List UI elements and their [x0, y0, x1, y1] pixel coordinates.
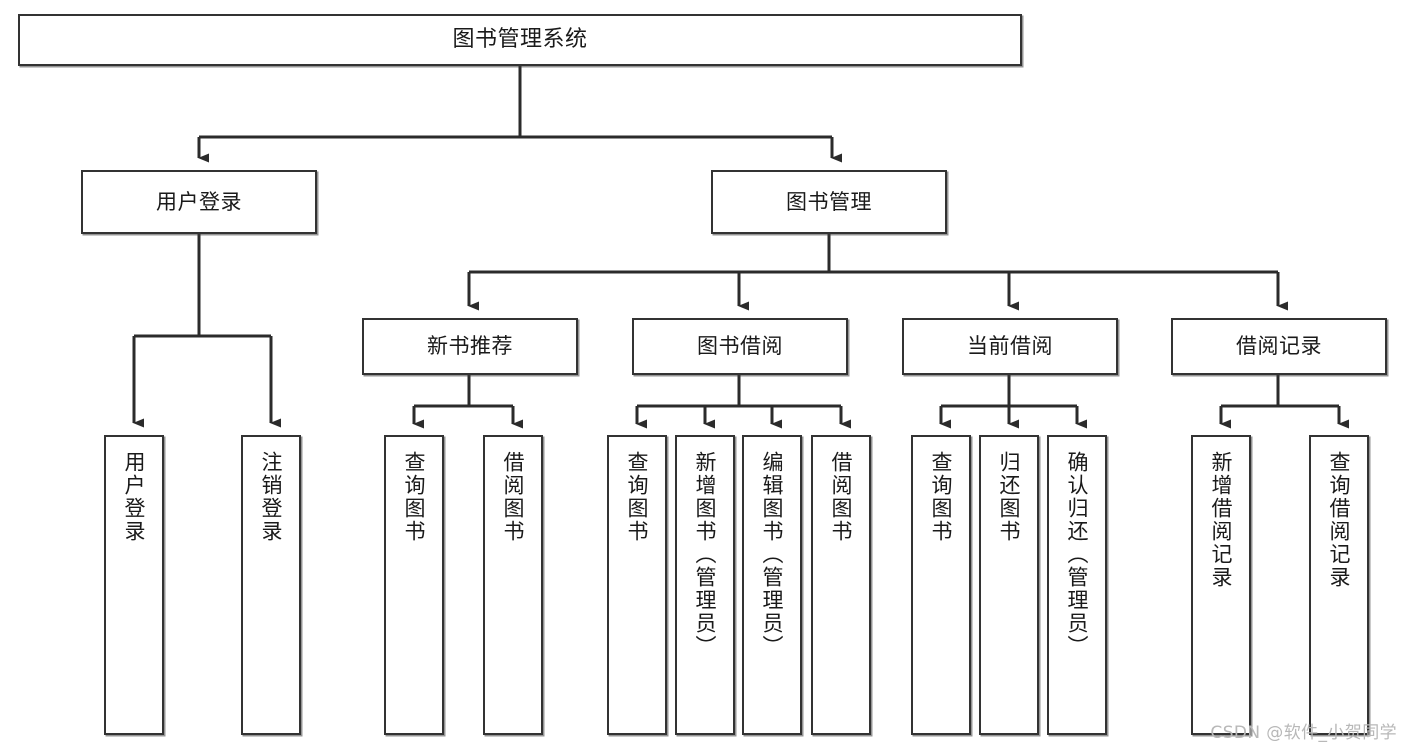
- node-label: 图书借阅: [697, 334, 783, 359]
- node-leaf-return-book[interactable]: 归还图书: [979, 435, 1039, 735]
- node-label: 新增借阅记录: [1209, 451, 1234, 589]
- node-label: 借阅图书: [501, 451, 526, 543]
- node-book-manage[interactable]: 图书管理: [711, 170, 947, 234]
- node-current-borrow[interactable]: 当前借阅: [902, 318, 1118, 375]
- node-leaf-borrow-book-2[interactable]: 借阅图书: [811, 435, 871, 735]
- node-leaf-confirm-return[interactable]: 确认归还（管理员）: [1047, 435, 1107, 735]
- node-label: 借阅图书: [829, 451, 854, 543]
- node-label: 新增图书（管理员）: [693, 451, 718, 658]
- node-label: 归还图书: [997, 451, 1022, 543]
- node-label: 借阅记录: [1236, 334, 1322, 359]
- node-label: 确认归还（管理员）: [1065, 451, 1090, 658]
- node-root-system[interactable]: 图书管理系统: [18, 14, 1022, 66]
- node-leaf-query-record[interactable]: 查询借阅记录: [1309, 435, 1369, 735]
- node-leaf-borrow-book-1[interactable]: 借阅图书: [483, 435, 543, 735]
- node-label: 图书管理: [786, 189, 872, 214]
- node-new-book-rec[interactable]: 新书推荐: [362, 318, 578, 375]
- node-leaf-add-book[interactable]: 新增图书（管理员）: [675, 435, 735, 735]
- node-borrow-record[interactable]: 借阅记录: [1171, 318, 1387, 375]
- node-label: 用户登录: [156, 189, 242, 214]
- csdn-watermark: CSDN @软件_小贺同学: [1210, 723, 1397, 743]
- node-leaf-logout[interactable]: 注销登录: [241, 435, 301, 735]
- node-leaf-query-book-2[interactable]: 查询图书: [607, 435, 667, 735]
- node-leaf-edit-book[interactable]: 编辑图书（管理员）: [742, 435, 802, 735]
- node-label: 查询图书: [402, 451, 427, 543]
- node-leaf-add-record[interactable]: 新增借阅记录: [1191, 435, 1251, 735]
- node-label: 图书管理系统: [452, 27, 588, 53]
- node-leaf-query-book-1[interactable]: 查询图书: [384, 435, 444, 735]
- node-label: 新书推荐: [427, 334, 513, 359]
- node-label: 编辑图书（管理员）: [760, 451, 785, 658]
- node-book-borrow[interactable]: 图书借阅: [632, 318, 848, 375]
- node-label: 当前借阅: [967, 334, 1053, 359]
- node-leaf-user-login[interactable]: 用户登录: [104, 435, 164, 735]
- node-user-login[interactable]: 用户登录: [81, 170, 317, 234]
- node-label: 查询图书: [929, 451, 954, 543]
- node-label: 查询借阅记录: [1327, 451, 1352, 589]
- node-leaf-query-book-3[interactable]: 查询图书: [911, 435, 971, 735]
- node-label: 查询图书: [625, 451, 650, 543]
- node-label: 注销登录: [259, 451, 284, 543]
- node-label: 用户登录: [122, 451, 147, 543]
